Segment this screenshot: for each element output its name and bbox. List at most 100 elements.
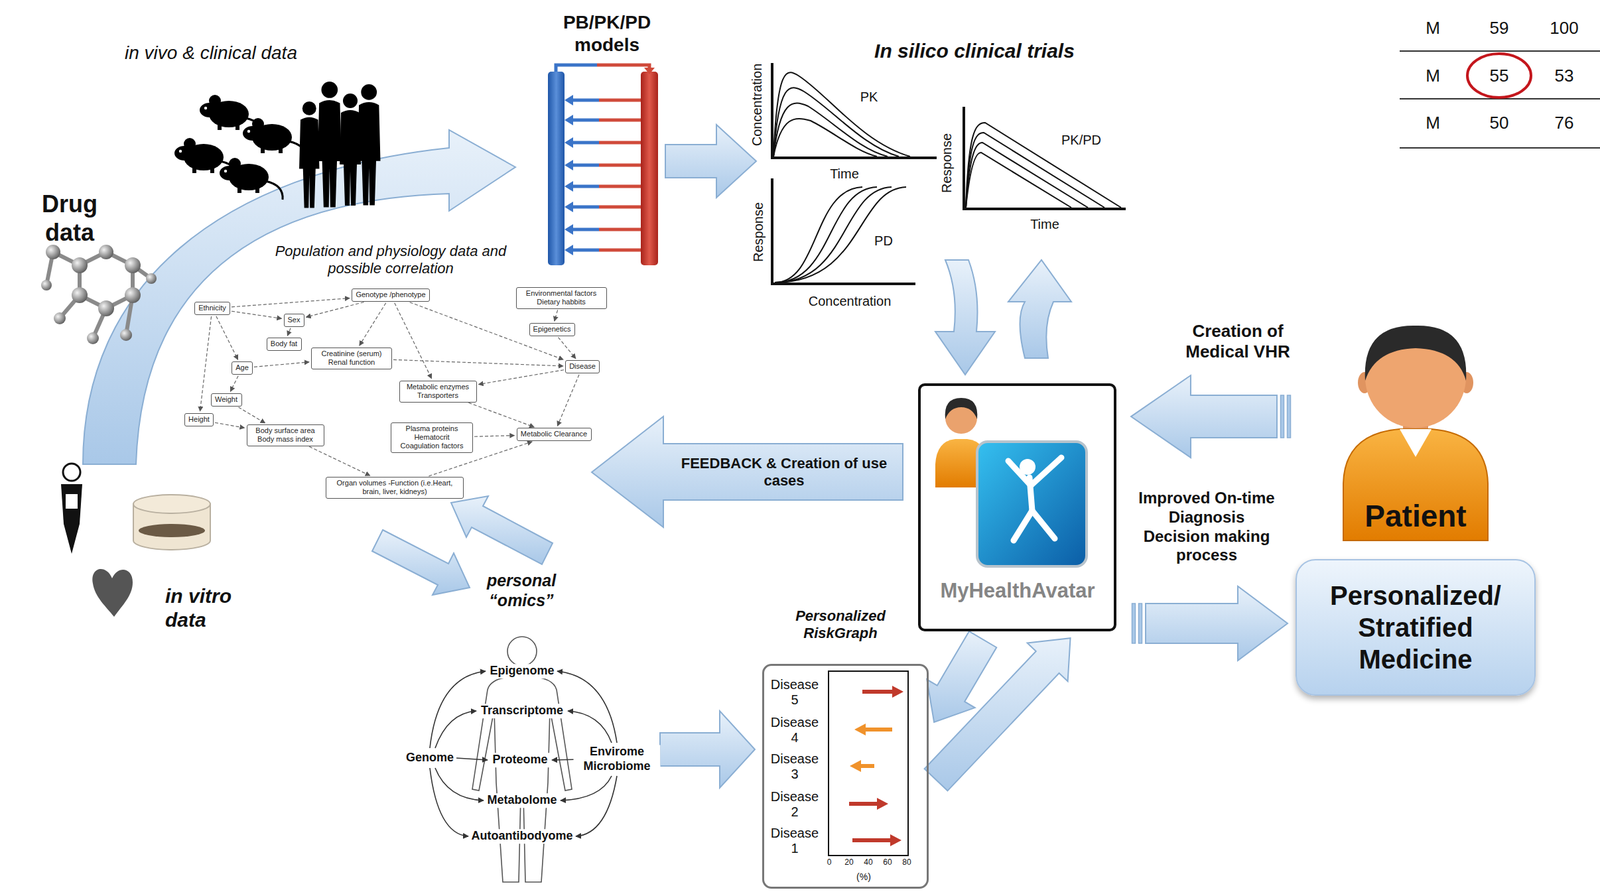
flow-arrow bbox=[571, 118, 600, 123]
pkpd-chart bbox=[965, 152, 1072, 208]
dependency-arrow bbox=[216, 316, 239, 361]
animal-silhouettes bbox=[219, 157, 283, 200]
node-text: Patient bbox=[1364, 498, 1467, 535]
molecule-icon bbox=[41, 244, 157, 345]
omics-arrows bbox=[435, 711, 477, 749]
in-vitro-icons bbox=[133, 494, 211, 514]
dependency-arrow bbox=[305, 302, 364, 318]
flow-arrow bbox=[599, 141, 641, 145]
flow-arrow bbox=[571, 205, 600, 209]
dependency-arrow bbox=[214, 422, 245, 428]
dependency-arrow bbox=[557, 374, 580, 426]
risk-chart bbox=[852, 838, 891, 843]
axis-title: Concentration bbox=[748, 63, 765, 147]
factor-box: Epigenetics bbox=[529, 323, 576, 337]
arrow-tail-stripe bbox=[1286, 395, 1291, 438]
pd-chart bbox=[774, 187, 892, 283]
table-rules bbox=[1399, 50, 1600, 52]
flow-arrow bbox=[599, 118, 641, 123]
pkpd-chart bbox=[963, 106, 1126, 209]
risk-chart bbox=[860, 764, 875, 769]
node-text: 60 bbox=[882, 857, 892, 867]
block-arrow bbox=[924, 638, 1071, 791]
block-arrow bbox=[372, 124, 1072, 789]
risk-chart bbox=[865, 727, 893, 732]
dependency-arrow bbox=[287, 328, 291, 336]
omics-arrows bbox=[429, 768, 469, 837]
molecule-icon bbox=[86, 332, 99, 345]
omics-arrows bbox=[567, 711, 612, 743]
factor-text: Body fat bbox=[270, 339, 298, 349]
omics-label: Envirome Microbiome bbox=[573, 744, 661, 774]
table-cell: 76 bbox=[1554, 112, 1575, 134]
omics-arrows bbox=[575, 776, 617, 837]
node-text: (%) bbox=[856, 871, 871, 883]
factor-text: Disease bbox=[569, 362, 596, 371]
in-vitro-icons bbox=[65, 494, 78, 509]
risk-chart bbox=[854, 723, 866, 736]
dependency-arrow bbox=[287, 328, 291, 336]
flow-arrow bbox=[599, 163, 641, 168]
factor-text: Body surface area Body mass index bbox=[250, 426, 321, 444]
factor-box: Metabolic enzymes Transporters bbox=[399, 380, 477, 403]
body-outline bbox=[472, 636, 572, 883]
omics-arrows bbox=[557, 671, 617, 743]
flow-arrow bbox=[571, 141, 600, 145]
dependency-arrow bbox=[359, 303, 387, 346]
body-outline bbox=[507, 636, 537, 667]
omics-arrows bbox=[435, 768, 484, 801]
section-title: In silico clinical trials bbox=[874, 39, 1075, 64]
flow-arrow bbox=[599, 98, 641, 103]
drug-development-arrow bbox=[82, 130, 516, 465]
factor-text: Age bbox=[235, 363, 249, 373]
axis-title: Response bbox=[750, 202, 767, 263]
flow-arrow bbox=[564, 137, 574, 148]
pkpd-chart bbox=[963, 106, 1126, 209]
block-arrow bbox=[665, 124, 757, 198]
factor-box: Body fat bbox=[266, 337, 302, 351]
block-arrow bbox=[935, 260, 996, 375]
block-arrow bbox=[1008, 260, 1072, 359]
block-arrow bbox=[1131, 375, 1291, 458]
pd-chart bbox=[772, 178, 916, 284]
factor-text: Genotype /phenotype bbox=[355, 290, 426, 300]
avatar-icon bbox=[945, 398, 978, 420]
axis-title: Concentration bbox=[808, 293, 892, 310]
factor-text: Sex bbox=[287, 315, 301, 325]
axis-title: Response bbox=[938, 133, 955, 194]
dependency-arrow bbox=[468, 402, 534, 428]
section-title: PB/PK/PD models bbox=[550, 11, 664, 56]
factor-box: Plasma proteins Hematocrit Coagulation f… bbox=[390, 422, 473, 454]
table-cell: 50 bbox=[1489, 112, 1510, 134]
block-arrow bbox=[924, 638, 1071, 791]
omics-label: Autoantibodyome bbox=[469, 829, 576, 844]
table-cell: M bbox=[1425, 65, 1441, 87]
pbpk-model-columns bbox=[547, 65, 659, 266]
table-cell: 53 bbox=[1554, 65, 1575, 87]
node-text: Personalized RiskGraph bbox=[764, 607, 917, 643]
dependency-arrow bbox=[474, 435, 515, 438]
node-text: FEEDBACK & Creation of use cases bbox=[667, 455, 901, 491]
node-text: Disease 4 bbox=[768, 715, 822, 746]
factor-box: Weight bbox=[210, 393, 243, 407]
people-silhouettes bbox=[317, 81, 342, 207]
node-text: 0 bbox=[827, 857, 832, 867]
block-arrow bbox=[451, 496, 553, 565]
factor-box: Genotype /phenotype bbox=[351, 288, 430, 302]
factor-box: Height bbox=[184, 413, 214, 427]
flow-arrow bbox=[564, 94, 574, 106]
factor-text: Plasma proteins Hematocrit Coagulation f… bbox=[394, 424, 469, 452]
dependency-arrow bbox=[359, 303, 387, 346]
pk-chart bbox=[773, 72, 911, 157]
avatar-icon bbox=[1008, 457, 1062, 541]
dependency-arrow bbox=[231, 311, 282, 319]
source-label: Drug data bbox=[33, 189, 107, 247]
dependency-arrow bbox=[394, 303, 432, 379]
table-rules bbox=[1399, 51, 1600, 148]
pbpk-model-columns bbox=[640, 71, 659, 266]
pbpk-model-columns bbox=[555, 65, 598, 72]
omics-arrows bbox=[456, 758, 488, 761]
dependency-arrow bbox=[309, 446, 371, 476]
arrow-tail-stripe bbox=[1280, 395, 1284, 438]
flow-arrow bbox=[571, 248, 600, 253]
